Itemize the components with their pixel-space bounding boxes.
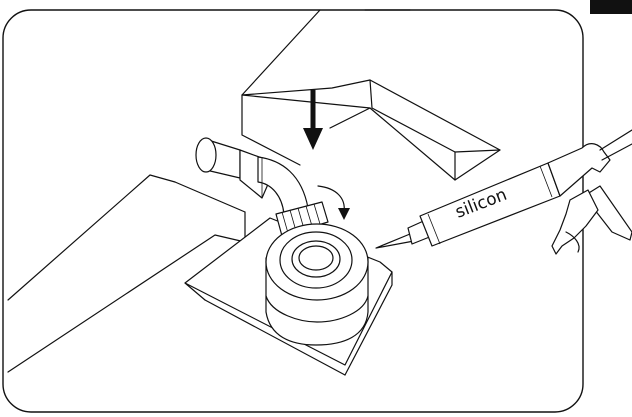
- drain-pipe: [195, 137, 309, 215]
- wall-block: [241, 79, 501, 181]
- rotate-arrow-icon: [317, 185, 350, 220]
- down-arrow-icon: [303, 90, 323, 150]
- coupling-nut: [275, 201, 329, 237]
- drain-trap: [265, 223, 369, 346]
- page-corner-marker: [590, 0, 632, 14]
- caulking-gun: silicon: [375, 129, 632, 255]
